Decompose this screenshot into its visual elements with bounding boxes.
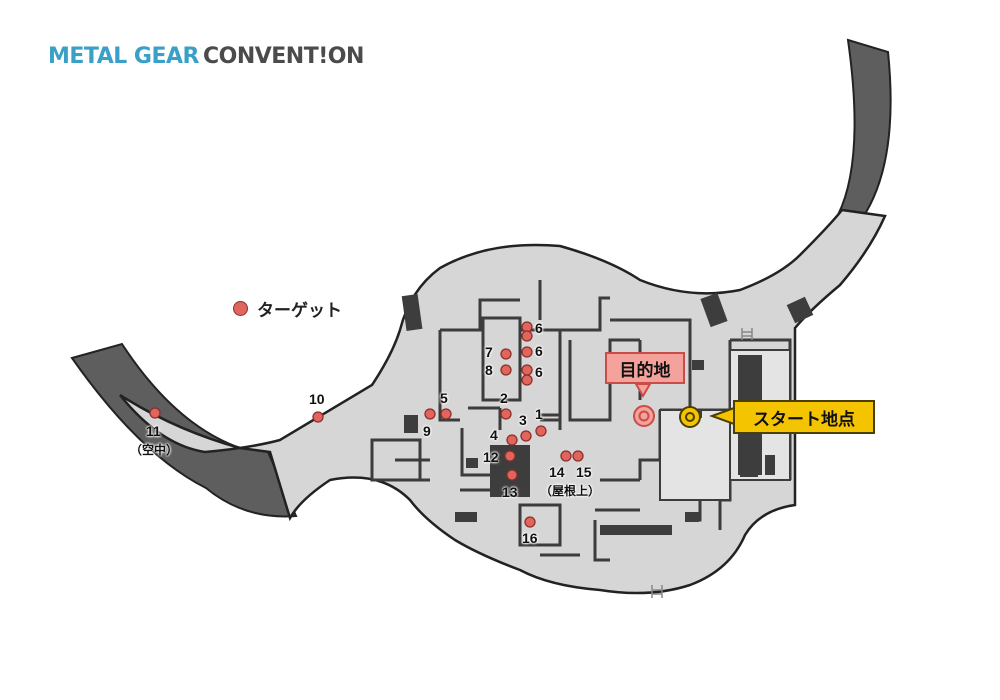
legend: ターゲット [233,296,342,321]
target-11 [149,407,161,419]
destination-label: 目的地 [605,352,685,384]
target-3 [520,430,532,442]
start-marker [679,406,735,428]
target-12-label: 12 [483,449,499,465]
target-8-label: 8 [485,362,493,378]
target-5 [440,408,452,420]
target-1-label: 1 [535,406,543,422]
destination-marker [633,383,655,427]
target-6c-label: 6 [535,364,543,380]
logo-part-2: CONVENT!ON [202,44,364,69]
target-4 [506,434,518,446]
target-3-label: 3 [519,412,527,428]
target-7 [500,348,512,360]
target-markers [149,321,584,528]
target-6b [521,346,533,358]
target-12 [504,450,516,462]
target-6a-label: 6 [535,320,543,336]
target-2-label: 2 [500,390,508,406]
ladders [651,328,753,598]
target-6b-label: 6 [535,343,543,359]
target-2 [500,408,512,420]
target-6c [521,364,533,376]
legend-label: ターゲット [257,301,342,321]
target-1 [535,425,547,437]
logo-part-1: METAL GEAR [48,44,199,69]
target-legend-icon [233,301,248,316]
target-16-label: 16 [522,530,538,546]
target-6c-2 [521,374,533,386]
target-11-label: 11 [146,423,161,439]
target-16 [524,516,536,528]
target-11-note: （空中） [130,443,179,457]
target-9-label: 9 [423,423,431,439]
target-15 [572,450,584,462]
target-14-label: 14 [549,464,565,480]
target-8 [500,364,512,376]
target-15-note: （屋根上） [540,484,601,498]
start-point-label: スタート地点 [733,400,875,434]
target-14 [560,450,572,462]
target-13 [506,469,518,481]
target-15-label: 15 [576,464,592,480]
target-10-label: 10 [309,391,325,407]
target-7-label: 7 [485,344,493,360]
target-5-label: 5 [440,390,448,406]
target-13-label: 13 [502,484,518,500]
target-4-label: 4 [490,427,498,443]
target-9 [424,408,436,420]
target-6a-2 [521,330,533,342]
target-10 [312,411,324,423]
